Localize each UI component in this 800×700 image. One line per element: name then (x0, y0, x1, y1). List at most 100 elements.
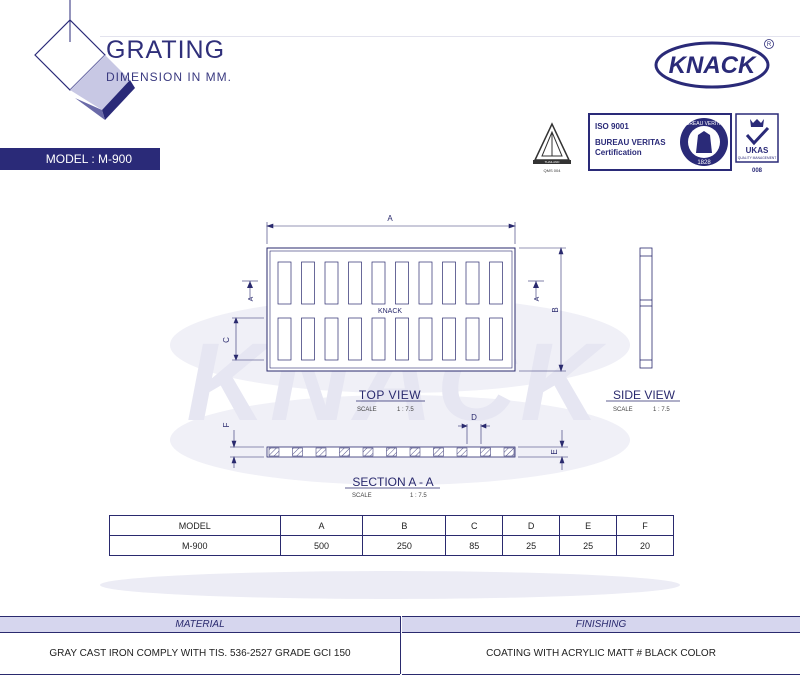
bv-year: 1828 (697, 160, 711, 166)
slot-bottom (348, 317, 362, 361)
iso-line: ISO 9001 (595, 122, 629, 131)
material-table-divider (400, 616, 401, 674)
thai-cert-code: QMS 004 (544, 168, 562, 173)
slot-top (371, 261, 386, 305)
section-hatch-block (386, 447, 397, 457)
section-marker-left: A (242, 280, 258, 301)
slot-row-top (277, 261, 503, 305)
slot-top (324, 261, 339, 305)
finishing-header: FINISHING (402, 616, 800, 633)
section-hatch-block (268, 447, 280, 457)
slot-bottom (371, 317, 386, 361)
slot-top (418, 261, 433, 305)
dimension-b (519, 247, 566, 372)
section-view-scale-value: 1 : 7.5 (410, 493, 427, 499)
slot-top (489, 261, 503, 305)
dim-letter-b: B (551, 307, 560, 312)
material-header: MATERIAL (0, 616, 400, 633)
bureau-veritas-certification: ISO 9001 BUREAU VERITAS Certification BU… (588, 113, 732, 171)
table-header-cell: E (559, 515, 618, 536)
section-hatch-block (362, 447, 374, 457)
grating-emblem-icon (34, 0, 135, 120)
table-header-cell: C (445, 515, 504, 536)
ukas-label: UKAS (746, 146, 769, 155)
slot-top (277, 261, 292, 305)
dim-letter-d: D (471, 413, 477, 422)
slot-top (465, 261, 480, 305)
table-header-cell: MODEL (109, 515, 281, 536)
cert-line: Certification (595, 148, 642, 157)
table-cell: 20 (616, 535, 674, 556)
ukas-certification: UKAS QUALITY MANAGEMENT 008 (735, 113, 779, 174)
thai-certification-icon: THAILAND QMS 004 (533, 122, 571, 173)
side-view-title: SIDE VIEW (613, 388, 676, 402)
slot-row-bottom (277, 317, 503, 361)
finishing-value: COATING WITH ACRYLIC MATT # BLACK COLOR (402, 633, 800, 675)
dimension-e (518, 430, 568, 470)
slot-bottom (301, 317, 315, 361)
table-cell: 250 (362, 535, 447, 556)
table-header-cell: A (279, 515, 364, 536)
slot-bottom (442, 317, 456, 361)
top-view-scale-label: SCALE (357, 407, 377, 413)
slot-top (301, 261, 315, 305)
bv-line: BUREAU VERITAS (595, 138, 666, 147)
dim-letter-f: F (222, 422, 231, 427)
section-letter-right: A (534, 296, 541, 301)
section-view-scale-label: SCALE (352, 493, 372, 499)
section-marker-right: A (528, 280, 544, 301)
section-hatch-block (480, 447, 491, 457)
ukas-sub: QUALITY MANAGEMENT (738, 156, 777, 160)
table-header-cell: F (616, 515, 674, 536)
slot-bottom (277, 317, 292, 361)
side-view-scale-label: SCALE (613, 407, 633, 413)
slot-top (395, 261, 409, 305)
table-cell: 500 (279, 535, 364, 556)
section-view-title: SECTION A - A (352, 475, 433, 489)
table-cell: 25 (502, 535, 561, 556)
section-hatch-blocks (268, 447, 515, 457)
dim-letter-a: A (387, 214, 393, 223)
material-value: GRAY CAST IRON COMPLY WITH TIS. 536-2527… (0, 633, 400, 675)
watermark-band-mid (170, 395, 630, 485)
section-hatch-block (339, 447, 350, 457)
registered-mark-icon (764, 39, 774, 49)
section-hatch-block (433, 447, 444, 457)
section-hatch-block (503, 447, 515, 457)
table-cell: M-900 (109, 535, 281, 556)
technical-drawing: KNACK A B C A A (222, 214, 680, 499)
section-hatch-block (456, 447, 468, 457)
thai-cert-label: THAILAND (545, 160, 561, 164)
dim-letter-c: C (222, 337, 231, 343)
side-view (639, 247, 653, 369)
table-header-cell: B (362, 515, 447, 536)
dimension-d (458, 423, 490, 444)
ukas-code: 008 (752, 168, 763, 174)
slot-bottom (489, 317, 503, 361)
knack-logo: KNACK R (654, 39, 774, 89)
crown-icon (750, 119, 764, 127)
table-header-cell: D (502, 515, 561, 536)
section-hatch-block (292, 447, 303, 457)
slot-bottom (465, 317, 480, 361)
table-cell: 25 (559, 535, 618, 556)
dimension-a (266, 222, 516, 244)
section-hatch-block (315, 447, 327, 457)
bv-ring-top: BUREAU VERITAS (682, 121, 726, 127)
section-view (266, 446, 516, 458)
slot-bottom (324, 317, 339, 361)
slot-bottom (395, 317, 409, 361)
table-cell: 85 (445, 535, 504, 556)
check-icon (745, 126, 770, 146)
model-banner: MODEL : M-900 (0, 148, 160, 170)
watermark-band-bottom (100, 571, 680, 599)
section-hatch-block (409, 447, 421, 457)
page-subtitle: DIMENSION IN MM. (106, 70, 232, 84)
slot-top (442, 261, 456, 305)
material-finishing-table: MATERIAL FINISHING GRAY CAST IRON COMPLY… (0, 616, 800, 675)
registered-mark: R (767, 42, 772, 48)
top-view-scale-value: 1 : 7.5 (397, 407, 414, 413)
top-view: KNACK (266, 247, 516, 372)
